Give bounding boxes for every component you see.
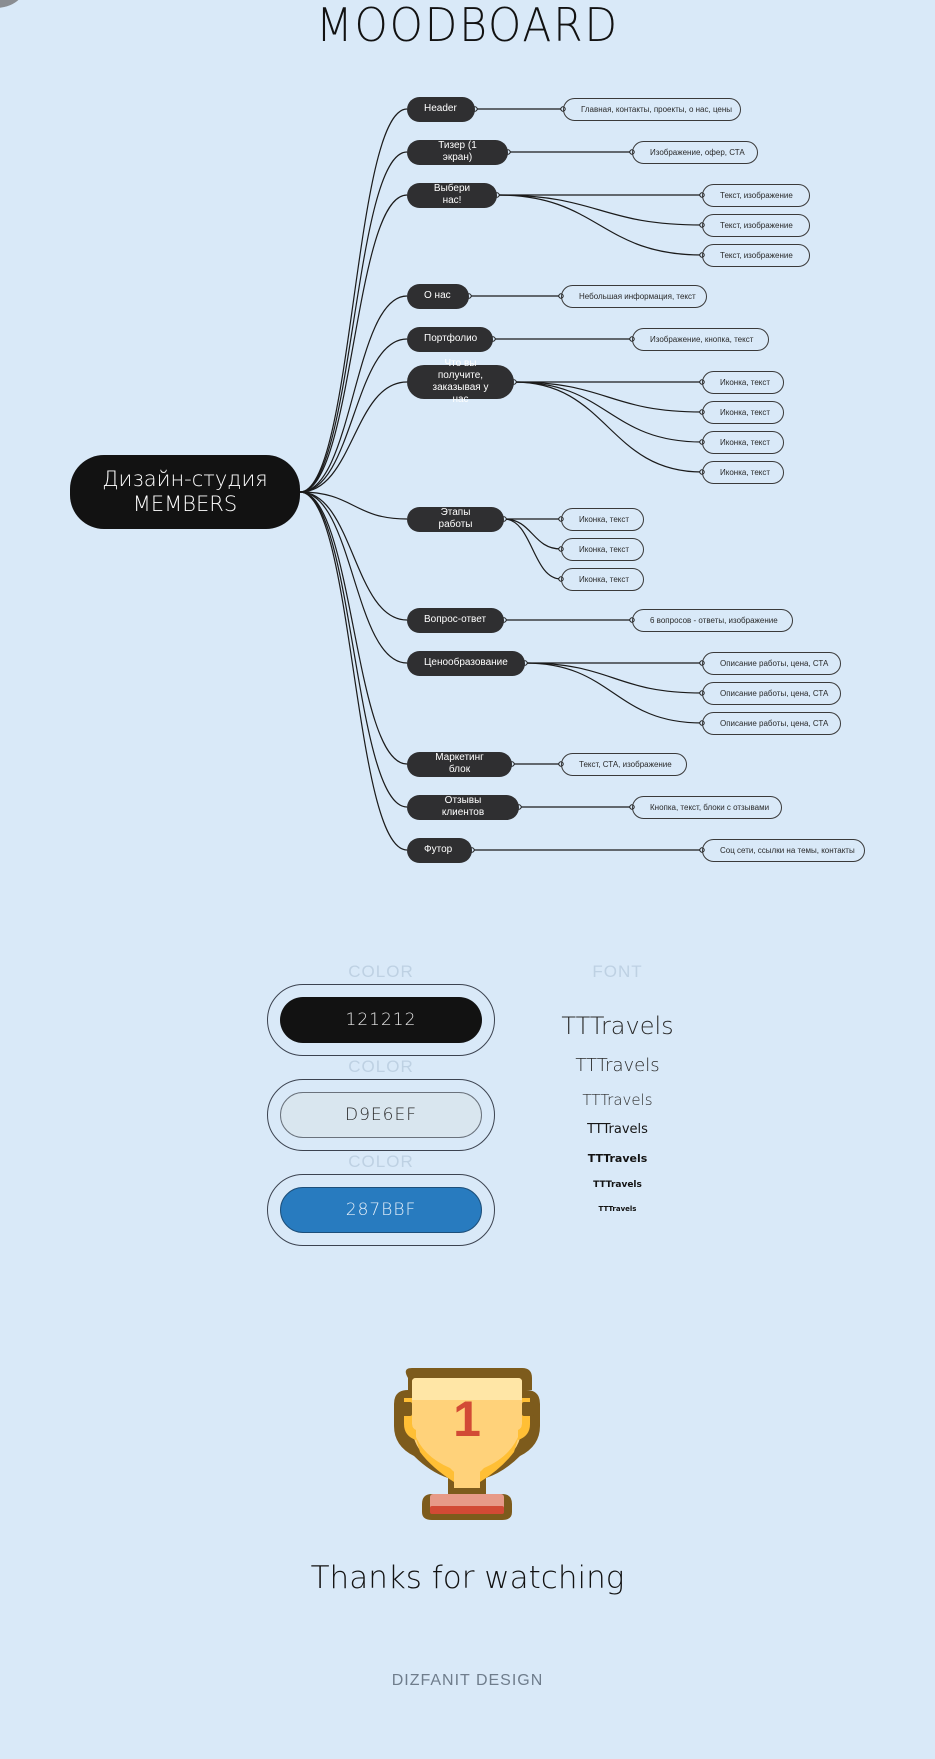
connector-line xyxy=(299,491,408,808)
mindmap-node[interactable]: О нас xyxy=(407,283,469,309)
mindmap-root[interactable]: Дизайн-студия MEMBERS xyxy=(70,455,300,529)
color-swatch-light[interactable]: D9E6EF xyxy=(280,1092,482,1138)
mindmap-leaf[interactable]: Главная, контакты, проекты, о нас, цены xyxy=(563,97,741,121)
color-swatch-frame: 287BBF xyxy=(267,1174,495,1246)
mindmap-leaf[interactable]: Иконка, текст xyxy=(702,430,784,454)
mindmap-node[interactable]: Вопрос-ответ xyxy=(407,607,504,633)
font-sample-thin: TTTravels xyxy=(561,1012,674,1040)
connector-line xyxy=(299,151,408,493)
connector-line xyxy=(524,662,703,724)
mindmap-node[interactable]: Тизер (1 экран) xyxy=(407,139,508,165)
mindmap-node[interactable]: Портфолио xyxy=(407,326,493,352)
mindmap-leaf[interactable]: Соц сети, ссылки на темы, контакты xyxy=(702,838,865,862)
page-title: MOODBOARD xyxy=(316,0,619,52)
mindmap-leaf[interactable]: Описание работы, цена, СТА xyxy=(702,651,841,675)
mindmap-node[interactable]: Отзывы клиентов xyxy=(407,794,519,820)
connector-line xyxy=(299,491,408,851)
color-label: COLOR xyxy=(348,1057,414,1076)
mindmap-leaf[interactable]: Кнопка, текст, блоки с отзывами xyxy=(632,795,782,819)
color-label: COLOR xyxy=(348,1152,414,1171)
mindmap-leaf[interactable]: Изображение, офер, СТА xyxy=(632,140,758,164)
mindmap-leaf[interactable]: Иконка, текст xyxy=(561,537,644,561)
mindmap-leaf[interactable]: Текст, СТА, изображение xyxy=(561,752,687,776)
mindmap-leaf[interactable]: Изображение, кнопка, текст xyxy=(632,327,769,351)
color-swatch-frame: D9E6EF xyxy=(267,1079,495,1151)
connector-line xyxy=(299,491,408,621)
mindmap-node[interactable]: Что вы получите, заказывая у нас xyxy=(407,358,514,405)
footer-brand: DIZFANIT DESIGN xyxy=(391,1672,544,1689)
trophy-number: 1 xyxy=(453,1391,481,1447)
thanks-heading: Thanks for watching xyxy=(310,1560,625,1596)
color-swatch-accent[interactable]: 287BBF xyxy=(280,1187,482,1233)
connector-line xyxy=(299,194,408,493)
connector-line xyxy=(299,108,408,493)
mindmap-node[interactable]: Header xyxy=(407,96,475,122)
font-sample-light: TTTravels xyxy=(582,1091,653,1109)
mindmap-leaf[interactable]: Текст, изображение xyxy=(702,213,810,237)
mindmap: Дизайн-студия MEMBERS Header Главная, кон… xyxy=(70,96,865,863)
mindmap-node[interactable]: Маркетинг блок xyxy=(407,751,512,777)
mindmap-leaf[interactable]: Иконка, текст xyxy=(561,507,644,531)
mindmap-leaf[interactable]: 6 вопросов - ответы, изображение xyxy=(632,608,793,632)
connector-line xyxy=(299,491,408,520)
mindmap-node[interactable]: Ценообразование xyxy=(407,650,525,676)
font-sample-medium: TTTravels xyxy=(587,1152,648,1165)
mindmap-leaf[interactable]: Описание работы, цена, СТА xyxy=(702,681,841,705)
font-sample-regular: TTTravels xyxy=(587,1122,648,1137)
mindmap-leaf[interactable]: Текст, изображение xyxy=(702,183,810,207)
connector-line xyxy=(524,662,703,694)
font-sample-extralight: TTTravels xyxy=(575,1055,660,1076)
font-sample-bold: TTTravels xyxy=(593,1180,642,1190)
connector-line xyxy=(299,381,408,493)
connector-line xyxy=(299,295,408,493)
connector-line xyxy=(299,338,408,493)
mindmap-node[interactable]: Футор xyxy=(407,837,472,863)
color-swatch-dark[interactable]: 121212 xyxy=(280,997,482,1043)
connector-line xyxy=(496,194,703,226)
connector-line xyxy=(513,381,703,473)
mindmap-leaf[interactable]: Иконка, текст xyxy=(702,400,784,424)
font-label: FONT xyxy=(592,962,643,981)
mindmap-leaf[interactable]: Иконка, текст xyxy=(702,460,784,484)
mindmap-leaf[interactable]: Иконка, текст xyxy=(702,370,784,394)
font-sample-black: TTTravels xyxy=(598,1205,637,1213)
connector-line xyxy=(513,381,703,413)
color-swatch-frame: 121212 xyxy=(267,984,495,1056)
mindmap-node[interactable]: Этапы работы xyxy=(407,506,504,532)
trophy-icon: 1 xyxy=(394,1368,540,1520)
connector-line xyxy=(299,491,408,765)
connector-line xyxy=(503,518,562,550)
connector-line xyxy=(496,194,703,256)
connector-line xyxy=(503,518,562,580)
mindmap-node[interactable]: Выбери нас! xyxy=(407,182,497,208)
mindmap-leaf[interactable]: Небольшая информация, текст xyxy=(561,284,707,308)
mindmap-leaf[interactable]: Иконка, текст xyxy=(561,567,644,591)
connector-line xyxy=(299,491,408,664)
connector-line xyxy=(513,381,703,443)
mindmap-leaf[interactable]: Текст, изображение xyxy=(702,243,810,267)
color-label: COLOR xyxy=(348,962,414,981)
mindmap-leaf[interactable]: Описание работы, цена, СТА xyxy=(702,711,841,735)
